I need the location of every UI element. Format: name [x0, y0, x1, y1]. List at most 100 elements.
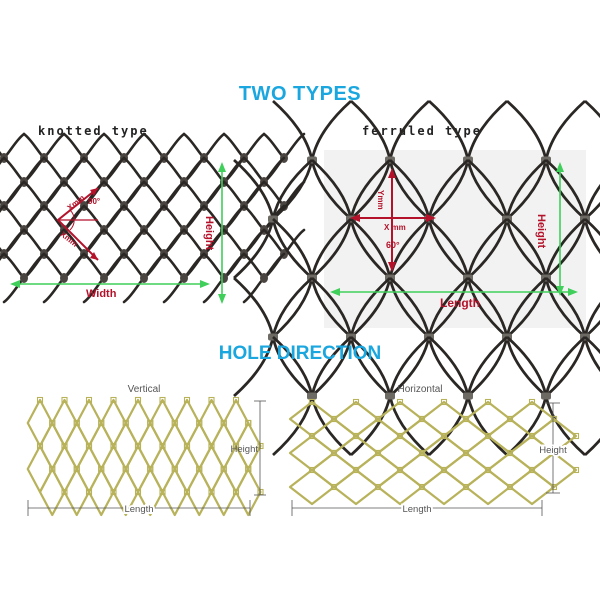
mesh-ferrule [147, 419, 154, 427]
mesh-wire-segment [2, 228, 26, 256]
mesh-ferrule [36, 396, 44, 404]
ferruled-measure-overlay: Ymm X mm 60° Height Length [330, 162, 578, 310]
mesh-ferrule [122, 465, 129, 473]
mesh-cell [161, 421, 189, 471]
mesh-ferrule [73, 465, 80, 473]
mesh-ferrule [232, 396, 240, 404]
mesh-wire-segment [222, 252, 246, 280]
mesh-cell [112, 421, 140, 471]
vertical-mesh-diagram: Vertical Height Length [26, 384, 266, 517]
mesh-ferrule [308, 466, 316, 474]
ferruled-y-arrow-top [388, 168, 396, 178]
mesh-cell [288, 434, 336, 472]
mesh-ferrule [308, 398, 316, 406]
mesh-ferrule [462, 449, 470, 457]
mesh-cell [310, 417, 358, 455]
mesh-ferrule [572, 466, 580, 474]
ferruled-mesh-wires [233, 99, 600, 457]
mesh-cell [75, 398, 103, 448]
knotted-mesh-panel: 90° Xmm Xmm Height Width [0, 132, 306, 304]
mesh-wire-segment [282, 132, 306, 160]
mesh-cell [376, 468, 424, 506]
mesh-ferrule [85, 488, 93, 496]
mesh-ferrule [36, 442, 44, 450]
mesh-ferrule [110, 396, 117, 404]
mesh-cell [288, 468, 336, 506]
horizontal-mesh-diagram: Horizontal Height Length [288, 384, 580, 517]
ferruled-type-subtitle: ferruled type [362, 124, 482, 138]
ferruled-height-label: Height [535, 214, 547, 249]
mesh-wire-segment [242, 132, 266, 160]
mesh-wire-segment [22, 156, 46, 184]
mesh-cell [332, 468, 380, 506]
horizontal-title: Horizontal [397, 384, 442, 395]
mesh-ferrule [134, 396, 142, 404]
vertical-height-label: Height [231, 444, 259, 455]
mesh-wire-segment [102, 204, 126, 232]
mesh-cell [464, 434, 512, 472]
mesh-ferrule [308, 432, 316, 440]
mesh-ferrule [506, 483, 514, 491]
mesh-wire-segment [182, 252, 206, 280]
mesh-cell [185, 467, 213, 517]
mesh-wire-segment [2, 132, 26, 160]
horizontal-length-label: Length [402, 504, 431, 515]
vertical-title: Vertical [128, 384, 161, 395]
knotted-type-subtitle: knotted type [38, 124, 149, 138]
mesh-wire-segment [182, 156, 206, 184]
mesh-ferrule [418, 483, 426, 491]
mesh-cell [288, 400, 336, 438]
mesh-cell [310, 451, 358, 489]
mesh-wire-segment [182, 204, 206, 232]
knotted-mesh-wires [0, 132, 306, 304]
mesh-ferrule [232, 488, 240, 496]
mesh-cell [508, 400, 556, 438]
knotted-width-label: Width [86, 288, 117, 300]
knotted-height-arrow-top [218, 162, 226, 172]
mesh-wire-segment [102, 252, 126, 280]
mesh-ferrule [396, 466, 404, 474]
mesh-ferrule [550, 483, 558, 491]
mesh-cell [332, 434, 380, 472]
mesh-wire-segment [162, 180, 186, 208]
ferruled-photo-background [324, 150, 586, 328]
mesh-ferrule [440, 432, 448, 440]
mesh-ferrule [220, 465, 227, 473]
mesh-wire-segment [22, 252, 46, 280]
mesh-cell [376, 434, 424, 472]
mesh-ferrule [183, 396, 191, 404]
horizontal-mesh-pattern [288, 398, 580, 506]
mesh-ferrule [196, 465, 203, 473]
mesh-ferrule [572, 432, 580, 440]
mesh-ferrule [550, 415, 558, 423]
mesh-cell [173, 398, 201, 448]
mesh-ferrule [541, 392, 551, 400]
mesh-wire-segment [242, 180, 266, 208]
mesh-cell [354, 451, 402, 489]
mesh-ferrule [374, 415, 382, 423]
mesh-knot [100, 273, 108, 283]
mesh-wire-segment [0, 204, 6, 212]
mesh-ferrule [257, 442, 264, 450]
mesh-knot [20, 273, 28, 283]
mesh-ferrule [330, 415, 338, 423]
mesh-cell [136, 467, 164, 517]
mesh-wire-segment [142, 204, 166, 232]
mesh-ferrule [110, 442, 117, 450]
mesh-ferrule [396, 398, 404, 406]
ferruled-length-label: Length [440, 296, 480, 310]
mesh-ferrule [484, 432, 492, 440]
mesh-ferrule [374, 449, 382, 457]
mesh-ferrule [110, 488, 117, 496]
ferruled-angle-label: 60° [386, 240, 400, 250]
mesh-ferrule [352, 432, 360, 440]
ferruled-y-arrow-bottom [388, 262, 396, 272]
mesh-cell [508, 468, 556, 506]
mesh-cell [136, 421, 164, 471]
mesh-ferrule [61, 396, 68, 404]
mesh-ferrule [98, 419, 105, 427]
ferruled-mesh-panel: Ymm X mm 60° Height Length [233, 99, 600, 457]
mesh-knot [260, 273, 268, 283]
mesh-cell [198, 444, 225, 494]
